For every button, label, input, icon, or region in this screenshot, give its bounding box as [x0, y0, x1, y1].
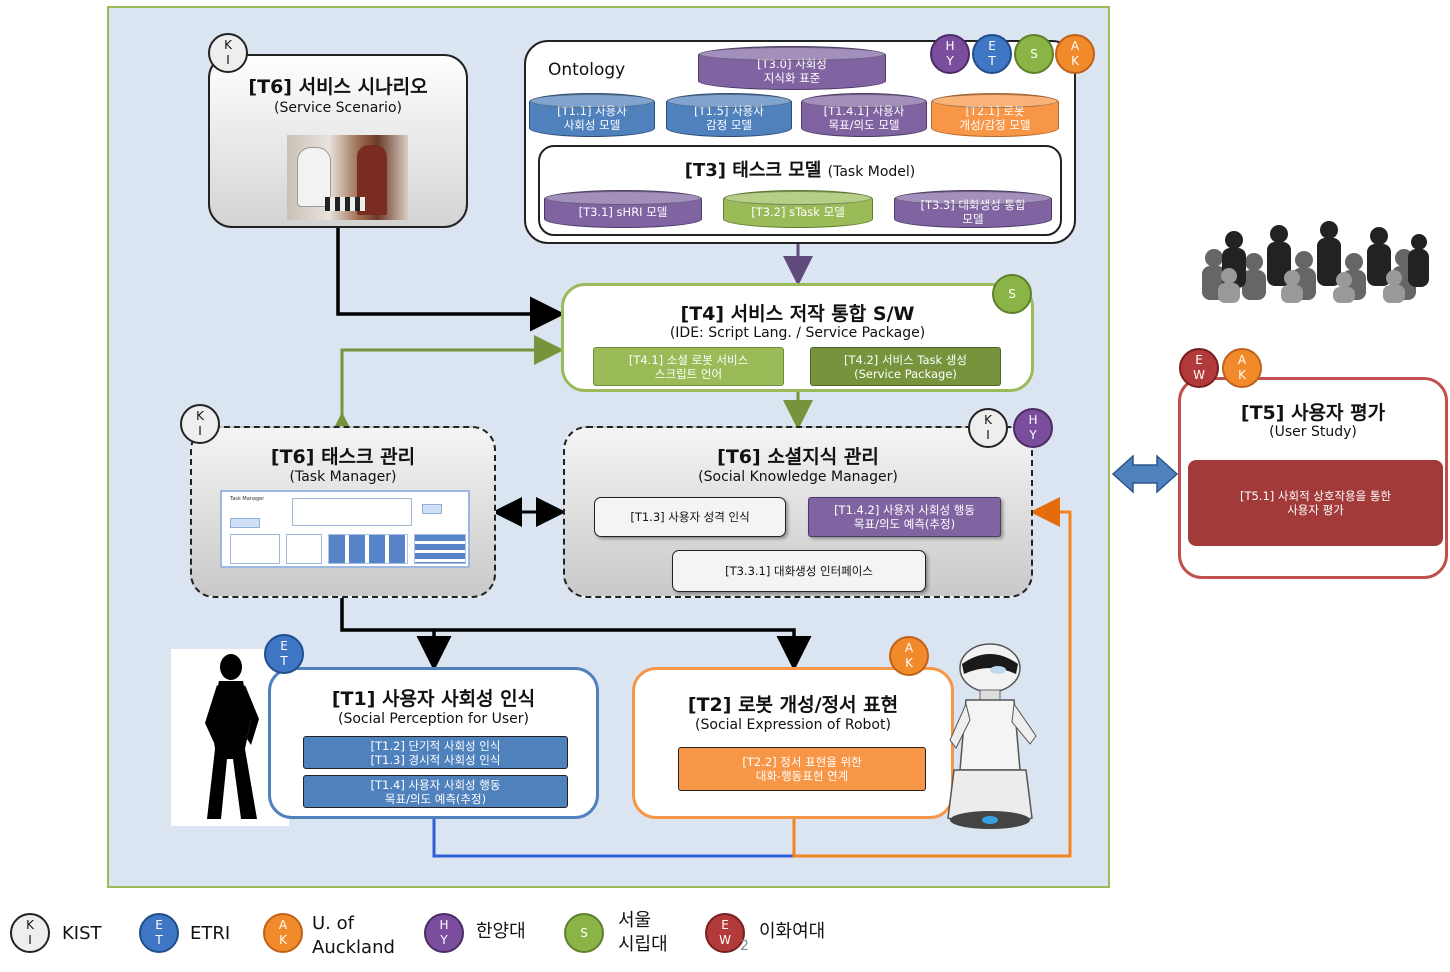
etri-badge-t1: E T [264, 634, 304, 674]
social-knowledge-subtitle: (Social Knowledge Manager) [698, 469, 898, 485]
task-model-title: [T3] 태스크 모델 [684, 160, 822, 181]
ontology-label: Ontology [548, 60, 626, 80]
legend-label-kist: KIST [62, 923, 102, 944]
line-t1-feedback [432, 818, 794, 858]
task-model-subtitle: (Task Model) [827, 164, 916, 180]
tm-shot-panel [230, 534, 280, 564]
t5-subtitle: (User Study) [1269, 424, 1357, 440]
t1-title: [T1] 사용자 사회성 인식 [331, 688, 536, 710]
t30-cylinder: [T3.0] 사회성 지식화 표준 [698, 46, 886, 90]
task-manager-title: [T6] 태스크 관리 [270, 446, 416, 468]
tm-shot-panel [292, 498, 412, 526]
t32-cylinder: [T3.2] sTask 모델 [723, 190, 873, 228]
legend-label-hanyang: 한양대 [476, 921, 526, 942]
tm-shot-node [422, 504, 442, 514]
t2-subtitle: (Social Expression of Robot) [695, 717, 891, 733]
t142-chip: [T1.4.2] 사용자 사회성 행동 목표/의도 예측(추정) [808, 497, 1001, 537]
legend-badge-ewha: E W [705, 913, 745, 953]
tm-shot-node [230, 518, 260, 528]
arrow-task-to-t1 [340, 598, 452, 671]
t4-subtitle: (IDE: Script Lang. / Service Package) [669, 325, 926, 341]
tm-shot-panel [286, 534, 322, 564]
legend-label-etri: ETRI [190, 923, 231, 944]
t331-chip: [T3.3.1] 대화생성 인터페이스 [672, 550, 926, 592]
t2-chip-1: [T2.2] 정서 표현을 위한 대화-행동표현 연계 [678, 747, 926, 791]
tm-shot-panel [328, 534, 408, 564]
crowd-image [1194, 218, 1429, 304]
legend-label-auckland: U. of Auckland [312, 913, 395, 958]
ewha-badge-t5: E W [1179, 348, 1219, 388]
legend-label-uos: 서울 시립대 [618, 910, 668, 955]
kist-badge-social: K I [968, 408, 1008, 448]
arrow-t2-feedback [792, 497, 1072, 858]
t15-cylinder: [T1.5] 사용자 감정 모델 [666, 93, 792, 137]
robot-image [940, 640, 1045, 835]
t21-cylinder: [T2.1] 로봇 개성/감정 모델 [931, 93, 1059, 137]
social-knowledge-title: [T6] 소셜지식 관리 [717, 446, 879, 468]
legend-badge-uos: S [564, 913, 604, 953]
t11-cylinder: [T1.1] 사용자 사회성 모델 [529, 93, 655, 137]
scenario-photo [287, 135, 408, 220]
double-arrow-t5 [1111, 454, 1179, 494]
legend-badge-kist: K I [10, 913, 50, 953]
auckland-badge-t5: A K [1222, 348, 1262, 388]
arrow-scenario-to-t4 [336, 228, 565, 332]
t1-subtitle: (Social Perception for User) [338, 711, 529, 727]
chess-board [325, 197, 365, 211]
legend-label-ewha: 이화여대 [759, 921, 826, 942]
t2-title: [T2] 로봇 개성/정서 표현 [687, 694, 899, 716]
auckland-badge: A K [1055, 34, 1095, 74]
task-manager-subtitle: (Task Manager) [289, 469, 397, 485]
kist-badge: K I [208, 33, 248, 73]
hanyang-badge: H Y [930, 34, 970, 74]
t4-title: [T4] 서비스 저작 통합 S/W [680, 303, 915, 325]
t141-cylinder: [T1.4.1] 사용자 목표/의도 모델 [801, 93, 927, 137]
tm-shot-panel [414, 534, 466, 564]
scenario-box: [T6] 서비스 시나리오 (Service Scenario) [208, 54, 468, 228]
t51-chip: [T5.1] 사회적 상호작용을 통한 사용자 평가 [1188, 460, 1443, 546]
kist-badge-task: K I [180, 404, 220, 444]
t5-title: [T5] 사용자 평가 [1240, 402, 1386, 424]
uos-badge-t4: S [992, 274, 1032, 314]
tm-shot-title: Task Manager [230, 496, 265, 502]
scenario-title: [T6] 서비스 시나리오 [248, 76, 428, 98]
t42-chip: [T4.2] 서비스 Task 생성 (Service Package) [810, 347, 1001, 386]
legend-badge-hanyang: H Y [424, 913, 464, 953]
t1-chip-2: [T1.4] 사용자 사회성 행동 목표/의도 예측(추정) [303, 775, 568, 808]
t33-cylinder: [T3.3] 대화생성 통합 모델 [894, 190, 1052, 228]
t1-chip-1: [T1.2] 단기적 사회성 인식 [T1.3] 경시적 사회성 인식 [303, 736, 568, 769]
t31-cylinder: [T3.1] sHRI 모델 [544, 190, 702, 228]
task-manager-screenshot: Task Manager [220, 490, 470, 568]
etri-badge: E T [972, 34, 1012, 74]
arrow-t4-to-task-manager [327, 335, 564, 442]
legend-badge-etri: E T [139, 913, 179, 953]
arrow-task-to-t2 [434, 628, 812, 671]
t2-box: [T2] 로봇 개성/정서 표현 (Social Expression of R… [632, 667, 954, 819]
auckland-badge-t2: A K [889, 636, 929, 676]
t13-chip: [T1.3] 사용자 성격 인식 [594, 497, 786, 537]
scenario-subtitle: (Service Scenario) [274, 100, 402, 116]
hanyang-badge-social: H Y [1013, 408, 1053, 448]
legend-badge-auckland: A K [263, 913, 303, 953]
uos-badge: S [1014, 34, 1054, 74]
t41-chip: [T4.1] 소셜 로봇 서비스 스크립트 언어 [593, 347, 784, 386]
page-number: 2 [740, 938, 749, 954]
